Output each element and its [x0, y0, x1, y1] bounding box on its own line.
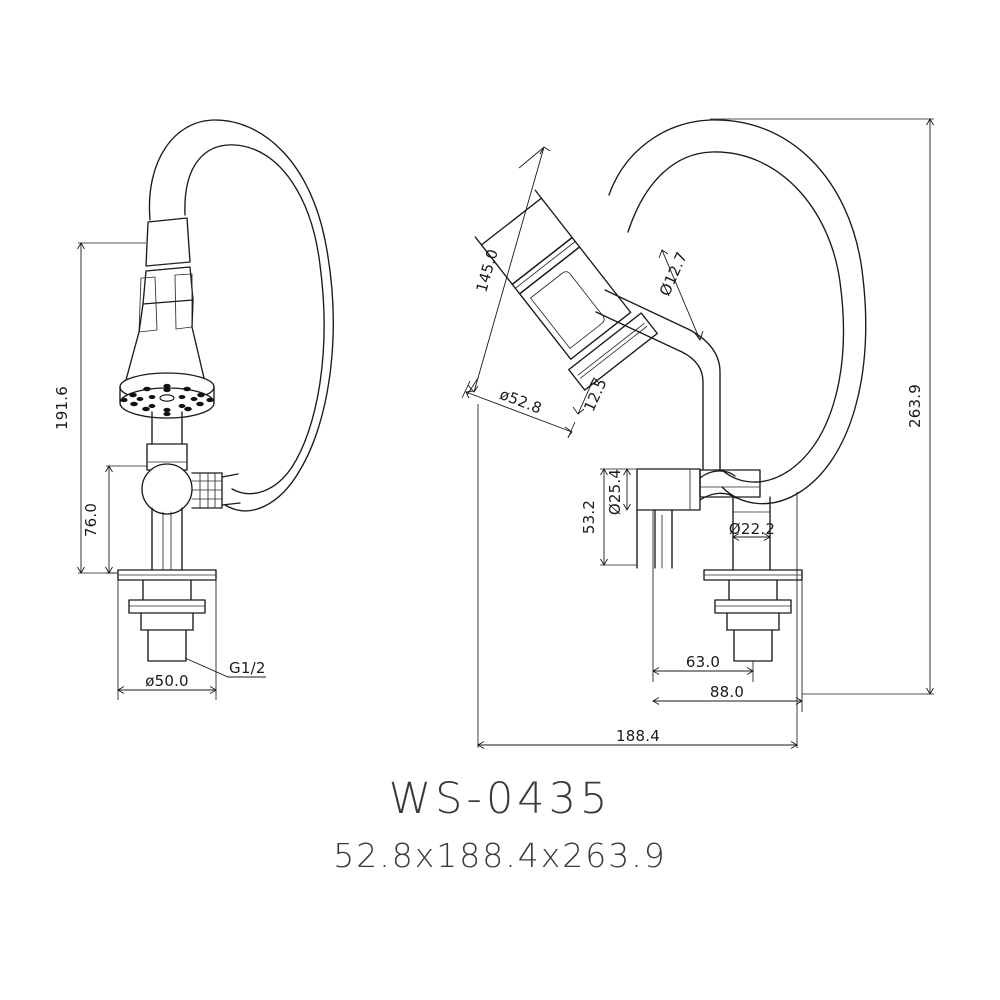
dim-base-diameter-front: ø50.0 [145, 672, 189, 690]
dim-valve-diameter-side: Ø25.4 [606, 469, 624, 515]
dim-height-overall-front: 191.6 [53, 386, 71, 430]
front-view-geometry [117, 119, 334, 662]
dim-offset-63-side: 63.0 [686, 653, 720, 671]
dim-handle-length-side: 145.0 [472, 247, 501, 294]
dim-height-overall-side: 263.9 [906, 384, 924, 428]
dim-tube-diameter-side: Ø12.7 [656, 249, 691, 299]
dim-face-thickness-side: 12.5 [580, 376, 610, 415]
dim-height-valve-front: 76.0 [82, 503, 100, 537]
side-view-dimensions: 145.0 Ø12.7 ø52.8 12.5 53.2 [461, 118, 934, 749]
front-view-dimensions: 191.6 76.0 ø50.0 G1/2 [53, 242, 266, 700]
dim-shank-diameter-side: Ø22.2 [729, 520, 775, 538]
dim-offset-88-side: 88.0 [710, 683, 744, 701]
dim-valve-height-side: 53.2 [580, 500, 598, 534]
dim-depth-overall-side: 188.4 [616, 727, 660, 745]
callout-thread-front: G1/2 [229, 659, 266, 677]
spray-nozzle-holes [120, 383, 214, 417]
